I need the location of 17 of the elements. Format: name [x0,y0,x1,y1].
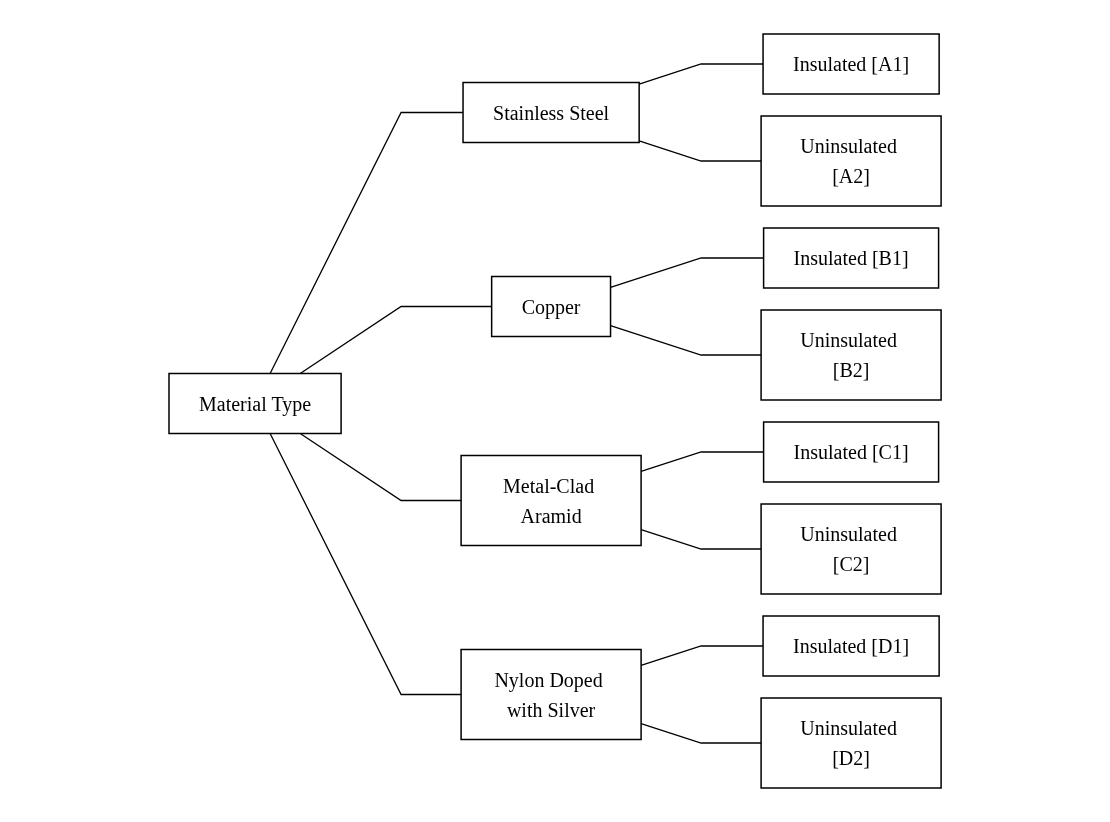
node-box: Uninsulated [A2] [760,115,942,207]
node-box: Metal-Clad Aramid [460,454,642,547]
node-box: Insulated [B1] [762,227,940,289]
connector [638,63,764,85]
connector [638,140,762,162]
node-box: Material Type [168,372,342,435]
node-box: Nylon Doped with Silver [460,648,642,741]
node-box: Uninsulated [C2] [760,503,942,595]
node-box: Stainless Steel [462,81,640,144]
node-box: Insulated [C1] [762,421,940,483]
node-box: Copper [490,275,612,338]
node-box: Insulated [A1] [762,33,940,95]
node-box: Uninsulated [B2] [760,309,942,401]
connector [269,432,462,696]
node-box: Insulated [D1] [762,615,940,677]
node-box: Uninsulated [D2] [760,697,942,789]
connector [299,432,462,502]
